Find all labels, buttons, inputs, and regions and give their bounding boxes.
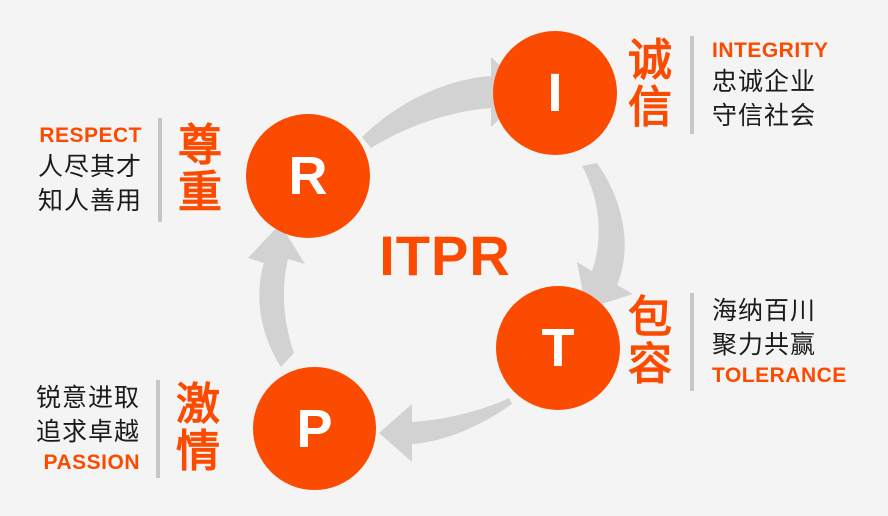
integrity-description: INTEGRITY 忠诚企业 守信社会 [712,37,829,133]
node-letter-t: T [541,318,575,378]
respect-line-2: 知人善用 [38,187,143,216]
value-block-integrity: 诚 信 INTEGRITY 忠诚企业 守信社会 [628,36,829,134]
passion-divider [156,380,161,478]
arrow-r-to-i-icon [362,57,528,148]
passion-line-2: 追求卓越 [36,417,141,446]
node-letter-p: P [296,398,333,459]
tolerance-english-label: TOLERANCE [712,363,847,387]
respect-description: RESPECT 人尽其才 知人善用 [38,122,142,218]
passion-line-1: 锐意进取 [36,383,141,412]
tolerance-line-2: 聚力共赢 [712,330,817,359]
tolerance-chinese-title: 包 容 [628,293,672,389]
passion-description: 锐意进取 追求卓越 PASSION [36,381,140,477]
respect-chinese-title: 尊 重 [178,121,223,217]
value-block-respect: RESPECT 人尽其才 知人善用 尊 重 [38,118,222,222]
value-block-passion: 锐意进取 追求卓越 PASSION 激 情 [36,380,220,478]
value-block-tolerance: 包 容 海纳百川 聚力共赢 TOLERANCE [628,293,847,391]
node-letter-r: R [288,146,328,206]
respect-english-label: RESPECT [39,123,143,147]
node-circle-respect[interactable]: R [246,114,370,238]
integrity-line-1: 忠诚企业 [712,68,817,97]
tolerance-line-1: 海纳百川 [712,296,817,325]
integrity-english-label: INTEGRITY [712,38,829,62]
passion-chinese-title: 激 情 [176,380,221,476]
tolerance-divider [690,293,694,391]
arrow-t-to-p-icon [379,398,512,462]
integrity-line-2: 守信社会 [712,102,817,131]
node-letter-i: I [547,63,563,123]
arrow-p-to-r-icon [248,224,305,367]
tolerance-description: 海纳百川 聚力共赢 TOLERANCE [712,294,847,390]
node-circle-tolerance[interactable]: T [496,286,620,410]
node-circle-passion[interactable]: P [253,367,376,490]
node-circle-integrity[interactable]: I [493,31,617,155]
respect-divider [158,118,163,222]
center-wordmark: ITPR [379,224,511,287]
integrity-chinese-title: 诚 信 [628,36,672,132]
passion-english-label: PASSION [43,450,141,474]
arrow-i-to-t-icon [577,163,633,309]
respect-line-1: 人尽其才 [38,153,143,182]
integrity-divider [690,36,694,134]
